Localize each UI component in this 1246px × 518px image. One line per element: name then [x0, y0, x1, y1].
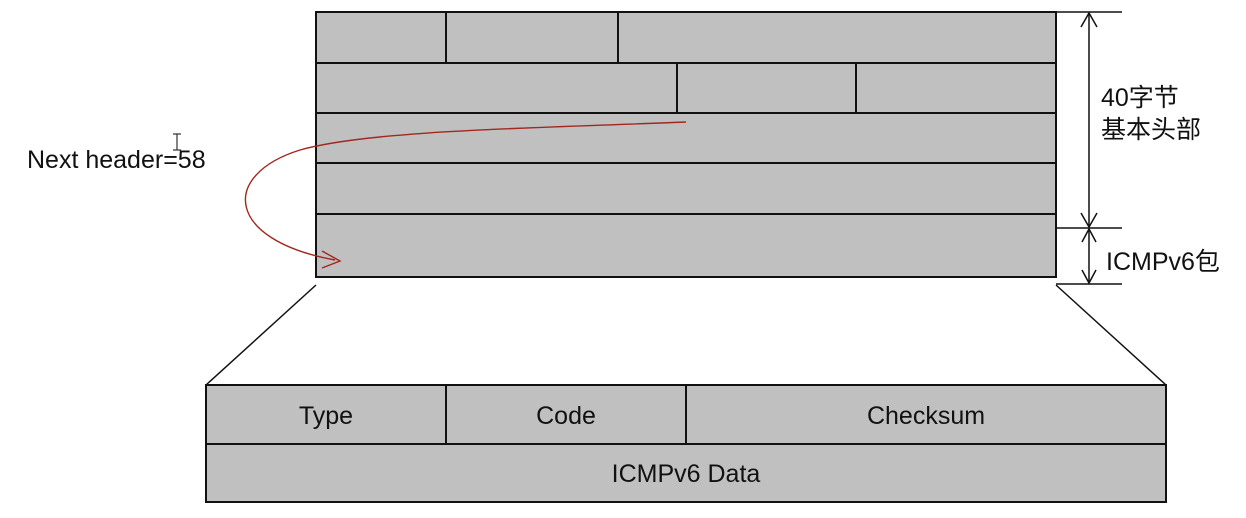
icmpv6-message-format: Type Code Checksum ICMPv6 Data — [205, 384, 1167, 503]
code-label: Code — [536, 402, 596, 430]
icmpv6-data-label: ICMPv6 Data — [612, 460, 761, 488]
dim-header-arrowhead-bottom — [1080, 212, 1098, 229]
header-row1-field3 — [617, 11, 1057, 64]
dimension-markers — [1056, 11, 1122, 285]
text-cursor-icon — [173, 133, 181, 151]
header-size-label: 40字节 — [1101, 84, 1179, 112]
icmp-packet-label: ICMPv6包 — [1106, 248, 1220, 276]
icmpv6-data-field — [205, 443, 1167, 503]
arrow-curve — [244, 121, 687, 261]
header-type-label: 基本头部 — [1101, 116, 1201, 144]
icmpv6-packet-block — [315, 213, 1057, 278]
checksum-label: Checksum — [867, 402, 985, 430]
header-row3-field — [315, 112, 1057, 164]
header-row1-field1 — [315, 11, 447, 64]
type-label: Type — [299, 402, 353, 430]
type-field — [205, 384, 447, 445]
next-header-field — [676, 62, 857, 114]
expansion-line-left — [205, 284, 317, 386]
dim-header-arrowhead-top — [1080, 11, 1098, 28]
next-header-arrow — [244, 121, 687, 269]
header-row4-field — [315, 162, 1057, 215]
dim-icmp-arrowhead-bottom — [1081, 269, 1097, 285]
header-row2-field1 — [315, 62, 678, 114]
dim-icmp-arrowhead-top — [1081, 227, 1097, 243]
header-row1-field2 — [445, 11, 619, 64]
header-row2-field3 — [855, 62, 1057, 114]
ipv6-base-header — [315, 11, 1057, 215]
expansion-line-right — [1055, 284, 1167, 386]
next-header-label: Next header=58 — [27, 146, 206, 174]
arrowhead-icon — [321, 250, 342, 269]
checksum-field — [685, 384, 1167, 445]
